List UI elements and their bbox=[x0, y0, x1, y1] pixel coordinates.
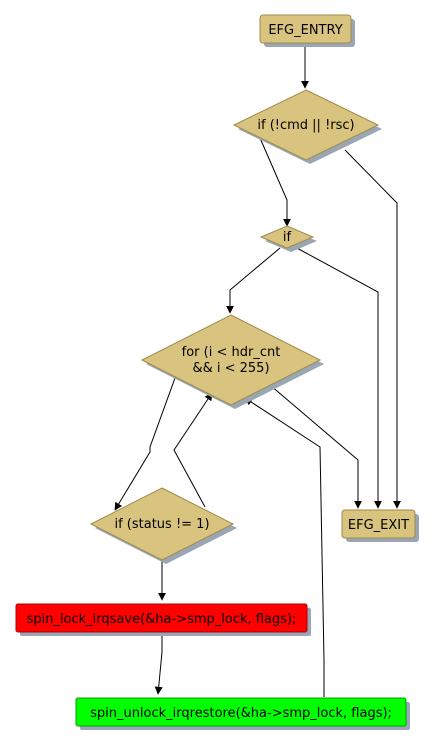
edge-unlock-back-to-loop bbox=[244, 397, 325, 697]
edge-lock-to-unlock bbox=[154, 634, 163, 695]
node-cond-cmd-rsc-label: if (!cmd || !rsc) bbox=[257, 118, 354, 133]
edge-cond-if-to-loop bbox=[226, 247, 281, 314]
node-loop-line1: for (i < hdr_cnt bbox=[182, 345, 281, 360]
edge-cond-cmd-to-exit bbox=[344, 149, 401, 509]
node-spin-lock[interactable]: spin_lock_irqsave(&ha->smp_lock, flags); bbox=[15, 603, 311, 636]
edges bbox=[114, 45, 401, 697]
node-spin-unlock[interactable]: spin_unlock_irqrestore(&ha->smp_lock, fl… bbox=[75, 697, 410, 730]
node-cond-if-label: if bbox=[283, 230, 292, 245]
node-efg-exit-label: EFG_EXIT bbox=[348, 518, 409, 533]
node-efg-exit[interactable]: EFG_EXIT bbox=[341, 509, 419, 542]
edge-loop-to-exit bbox=[269, 384, 362, 509]
node-loop[interactable]: for (i < hdr_cnt && i < 255) bbox=[140, 314, 324, 409]
node-efg-entry[interactable]: EFG_ENTRY bbox=[259, 14, 355, 47]
edge-cond-status-back-to-loop bbox=[173, 392, 213, 508]
node-spin-lock-label: spin_lock_irqsave(&ha->smp_lock, flags); bbox=[27, 612, 297, 627]
node-cond-status-label: if (status != 1) bbox=[114, 517, 209, 532]
node-cond-if[interactable]: if bbox=[259, 225, 317, 252]
edge-loop-to-cond-status bbox=[114, 377, 176, 511]
edge-cond-cmd-to-cond-if bbox=[259, 137, 291, 227]
edge-cond-if-to-exit bbox=[294, 246, 382, 509]
node-loop-line2: && i < 255) bbox=[192, 361, 269, 376]
node-efg-entry-label: EFG_ENTRY bbox=[268, 23, 342, 38]
node-spin-unlock-label: spin_unlock_irqrestore(&ha->smp_lock, fl… bbox=[90, 706, 392, 721]
node-cond-cmd-rsc[interactable]: if (!cmd || !rsc) bbox=[232, 89, 382, 164]
node-cond-status[interactable]: if (status != 1) bbox=[89, 487, 237, 564]
